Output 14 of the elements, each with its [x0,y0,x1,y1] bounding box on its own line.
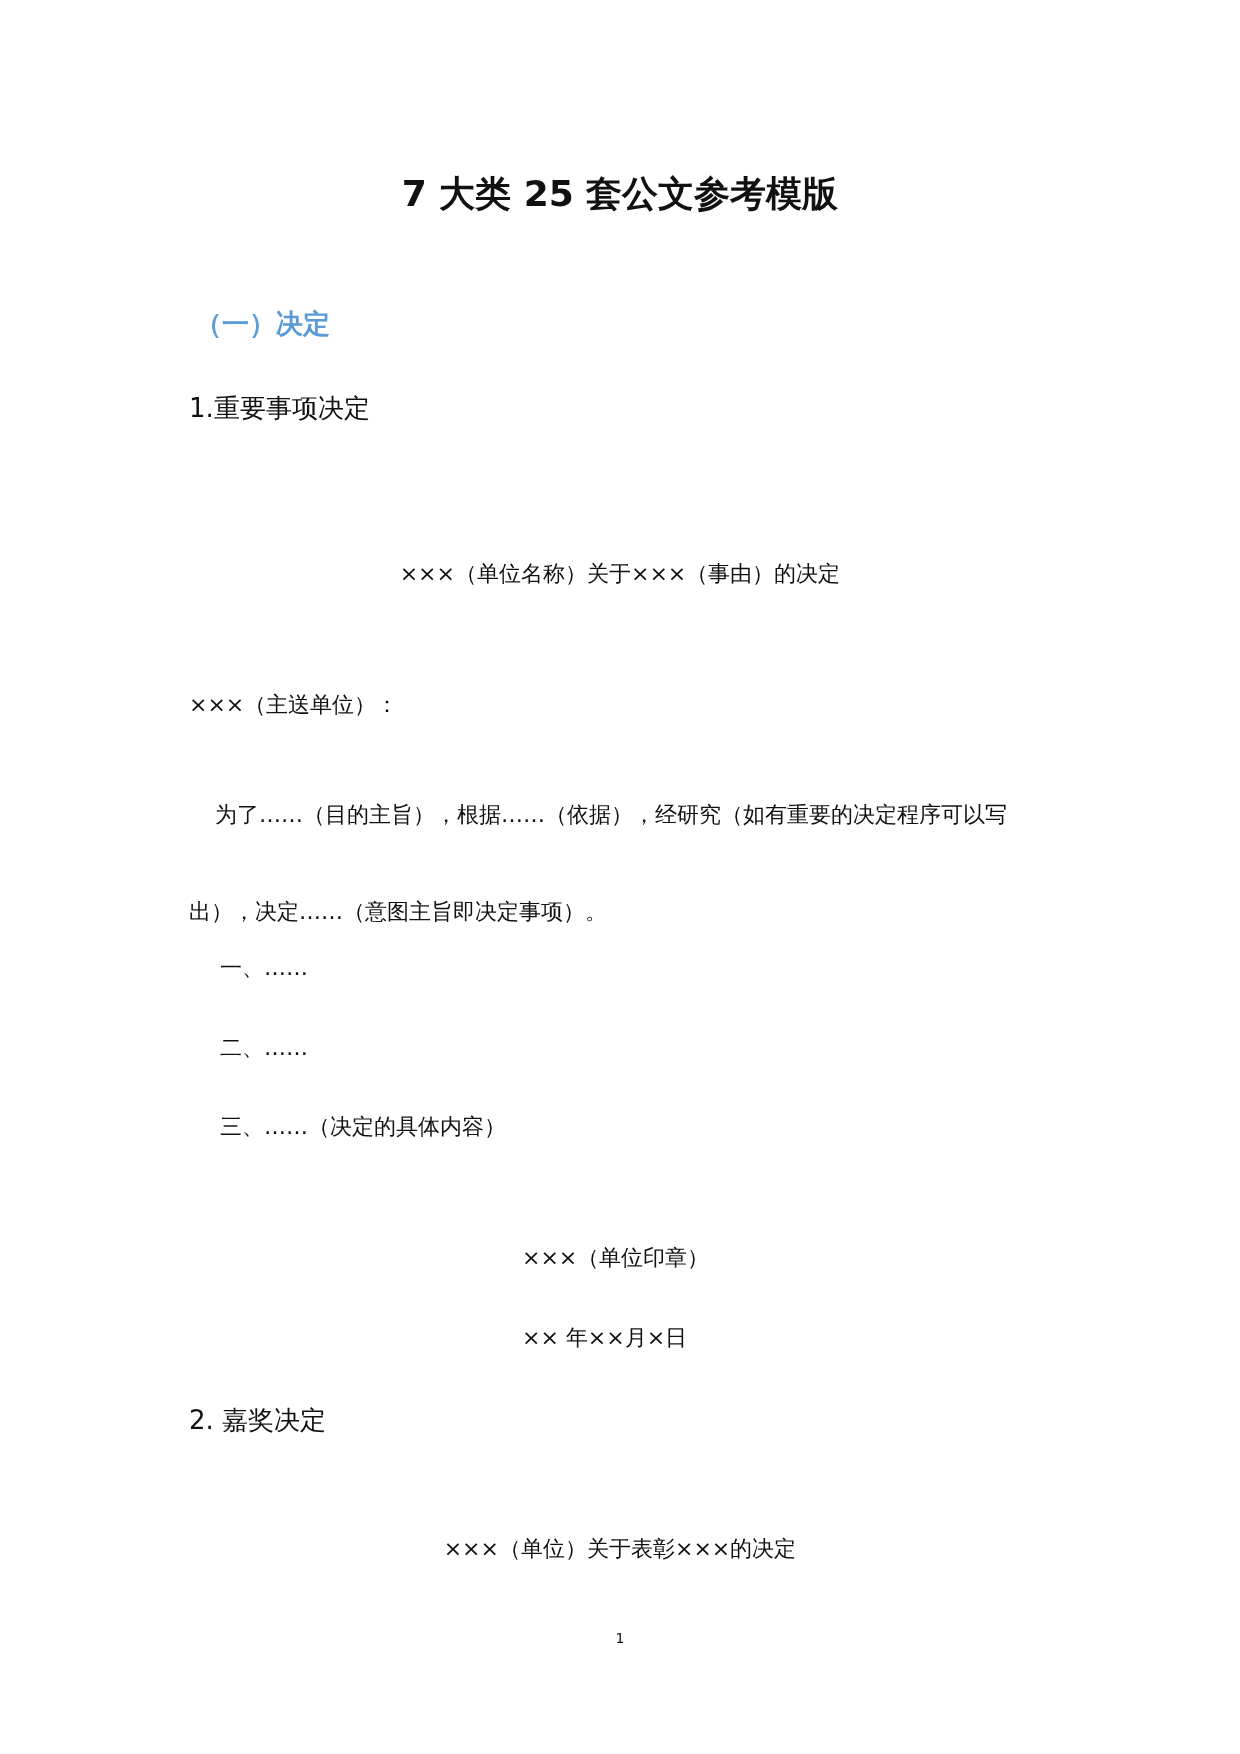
signature-text: ×××（单位印章） [522,1245,710,1272]
date-text: ×× 年××月×日 [522,1325,688,1352]
document-heading: ×××（单位名称）关于×××（事由）的决定 [398,561,842,588]
subsection-heading: 2. 嘉奖决定 [189,1405,327,1437]
subsection-heading: 1.重要事项决定 [189,393,370,425]
list-item-text: 二、…… [220,1035,308,1062]
salutation-text: ×××（主送单位）： [189,692,399,719]
list-item-text: 一、…… [220,955,308,982]
section-heading: （一）决定 [195,308,330,341]
document-title: 7 大类 25 套公文参考模版 [400,172,840,216]
document-heading: ×××（单位）关于表彰×××的决定 [442,1536,798,1563]
list-item-text: 三、……（决定的具体内容） [220,1114,506,1141]
page-number: 1 [614,1630,626,1647]
body-paragraph: 为了……（目的主旨），根据……（依据），经研究（如有重要的决定程序可以写出），决定……（意图主旨即决定事项）。 [189,801,1008,926]
